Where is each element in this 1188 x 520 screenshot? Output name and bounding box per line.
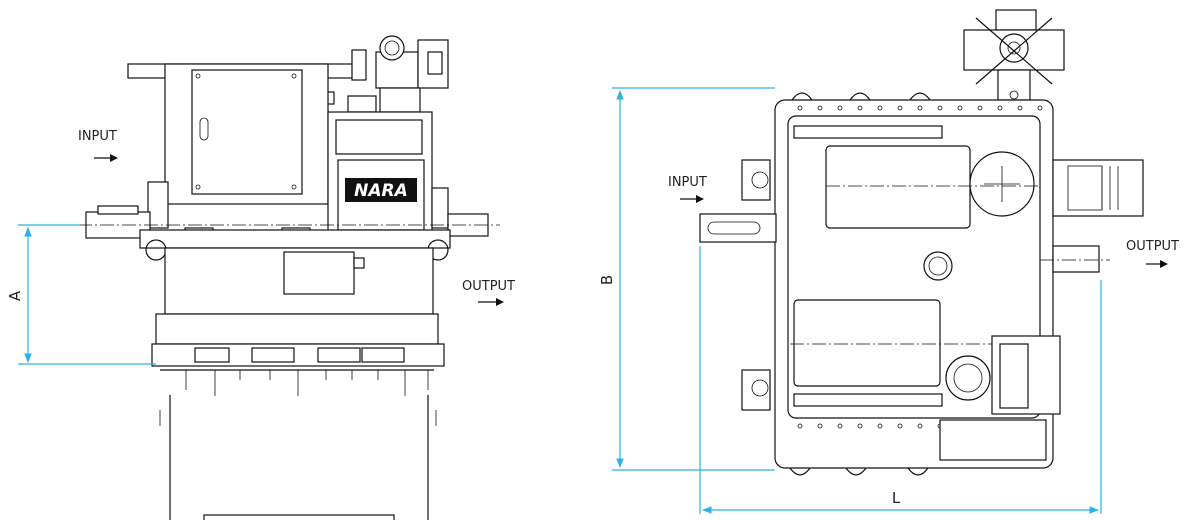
dimension-l-label: L: [892, 489, 901, 507]
nara-logo: [345, 178, 417, 202]
dimension-b: [612, 87, 775, 471]
front-motor-box: [325, 35, 449, 113]
side-input-arrow: [680, 195, 704, 203]
side-output-arrow: [1146, 260, 1168, 268]
front-input-shaft: [78, 205, 500, 239]
side-bolt-row-bottom: [797, 423, 943, 429]
logo-text: NARA: [354, 181, 408, 201]
front-output-label: OUTPUT: [462, 279, 515, 294]
front-output-arrow: [478, 298, 504, 306]
front-input-arrow: [94, 154, 118, 162]
dimension-l: [699, 246, 1102, 514]
side-top-actuator: [963, 9, 1065, 101]
dimension-a-label: A: [6, 290, 24, 301]
dimension-b-label: B: [598, 275, 616, 285]
side-lower-motor: [939, 335, 1061, 461]
front-view: NARA: [6, 35, 515, 520]
side-output-label: OUTPUT: [1126, 239, 1179, 254]
side-bolt-row-top: [797, 105, 1043, 111]
front-input-label: INPUT: [78, 129, 117, 144]
dimension-a: [18, 224, 156, 365]
side-input-label: INPUT: [668, 175, 707, 190]
front-bolt-row: [160, 369, 434, 396]
side-view: B L INPUT OUTPUT: [598, 9, 1179, 514]
side-right-motor: [1052, 159, 1144, 217]
